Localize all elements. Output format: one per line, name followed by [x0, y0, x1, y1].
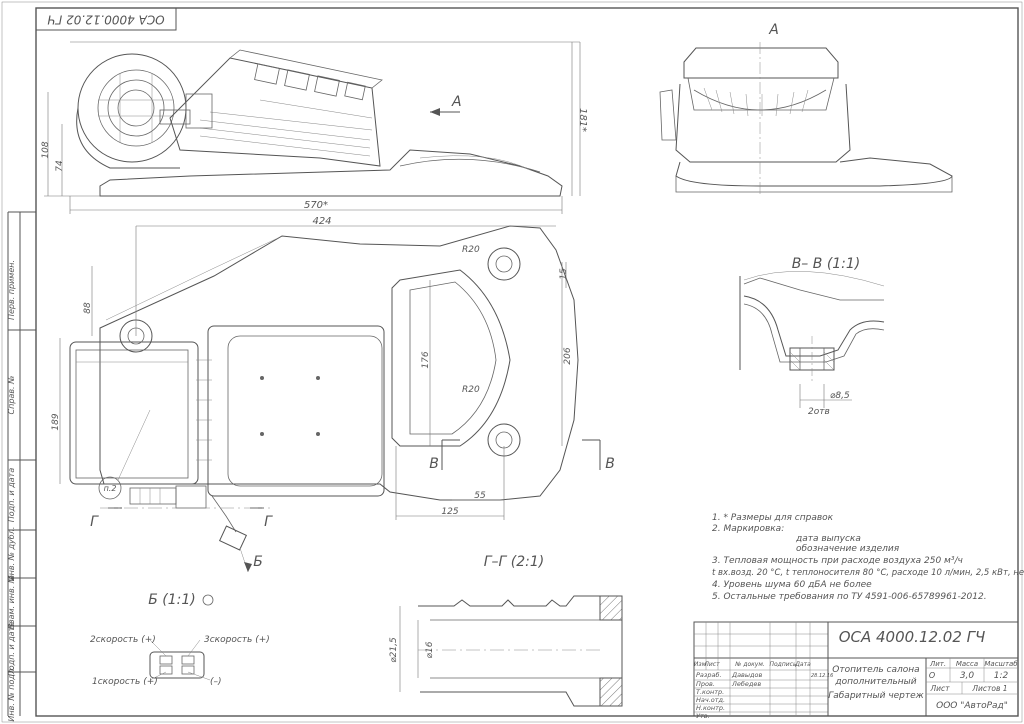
connector-speed3: 3скорость (+) [204, 635, 270, 645]
dim-176: 176 [421, 351, 431, 368]
row-tkontr: Т.контр. [696, 688, 724, 696]
name-line-2: дополнительный [834, 677, 916, 687]
col-date: Дата [794, 661, 811, 668]
dim-206: 206 [563, 347, 573, 364]
note-4: 4. Уровень шума 60 дБА не более [712, 580, 872, 590]
col-sign: Подпись [770, 661, 797, 668]
row-prov: Пров. [696, 680, 715, 688]
technical-notes: 1. * Размеры для справок 2. Маркировка: … [712, 513, 1024, 602]
dim-r20-mid: R20 [462, 385, 480, 395]
dim-55: 55 [474, 491, 486, 501]
view-a-arrow-label: А [451, 94, 462, 110]
side-label-4: Инв. № дубл. [7, 527, 16, 582]
drawing-frame [35, 7, 1019, 717]
side-label-5: Взам. инв. № [7, 575, 16, 629]
col-izm: Изм [694, 661, 707, 668]
row-razrab: Разраб. [696, 671, 722, 679]
note-1: 1. * Размеры для справок [712, 513, 834, 523]
row-nkontr: Н.контр. [696, 704, 725, 712]
row-nach: Нач.отд. [696, 696, 725, 704]
section-mark-g-left: Г [90, 514, 99, 530]
note-5: 5. Остальные требования по ТУ 4591-006-6… [712, 592, 987, 602]
header-lit: Лит. [929, 660, 946, 668]
name-line-3: Габаритный чертеж [828, 691, 924, 701]
lit-value: О [929, 671, 935, 680]
name-prov: Лебедев [731, 680, 761, 688]
detail-b-connector [149, 594, 214, 681]
name-razrab: Давыдов [731, 671, 762, 679]
section-g-g-title: Г–Г (2:1) [484, 554, 545, 570]
dim-181: 181* [577, 108, 588, 132]
dim-74: 74 [55, 160, 65, 172]
dim-424: 424 [312, 216, 331, 227]
side-label-7: Инв. № подл. [7, 666, 16, 721]
dim-15: 15 [559, 268, 569, 280]
header-scale: Масштаб [984, 660, 1018, 668]
dim-108: 108 [41, 141, 51, 158]
section-g-g [399, 595, 623, 707]
section-mark-v-right: В [605, 456, 615, 472]
dim-d21-5: ⌀21,5 [389, 637, 399, 663]
dim-d16: ⌀16 [425, 641, 435, 658]
dim-88: 88 [83, 302, 93, 314]
name-line-1: Отопитель салона [832, 665, 919, 675]
view-a [659, 42, 953, 196]
plan-view [59, 225, 601, 573]
side-label-6: Подп. и дата [7, 622, 16, 677]
header-mass: Масса [956, 660, 978, 668]
side-view [44, 41, 581, 214]
detail-b-title: Б (1:1) [148, 592, 196, 608]
col-list: Лист [703, 661, 720, 668]
dim-570: 570* [304, 200, 328, 211]
connector-minus: (–) [210, 677, 222, 687]
note-3b: t вх.возд. 20 °С, t теплоносителя 80 °С,… [712, 568, 1024, 578]
stamp-box [35, 7, 177, 31]
view-mark-b: Б [253, 554, 263, 570]
side-label-1: Перв. примен. [7, 260, 16, 320]
note-3: 3. Тепловая мощность при расходе воздуха… [712, 556, 963, 566]
connector-speed2: 2скорость (+) [90, 635, 156, 645]
note-2b: обозначение изделия [796, 544, 900, 554]
dim-d8-5: ⌀8,5 [830, 391, 850, 401]
company-name: ООО "АвтоРад" [936, 701, 1008, 711]
view-a-title: А [768, 22, 779, 38]
section-v-v-title: В– В (1:1) [792, 256, 861, 272]
note-2a: дата выпуска [795, 534, 861, 544]
section-v-v [739, 271, 885, 408]
note-ref-p2: п.2 [104, 484, 117, 493]
stamp-rotated-text: ОСА 4000.12.02 ГЧ [47, 13, 164, 27]
side-strip: Перв. примен. Справ. № Подп. и дата Инв.… [7, 211, 36, 722]
mass-value: 3,0 [960, 671, 975, 681]
row-utv: Утв. [696, 712, 710, 720]
sheet-label: Лист [929, 684, 950, 693]
col-doc: № докум. [734, 661, 765, 668]
title-block [693, 621, 1019, 717]
section-mark-v-left: В [429, 456, 439, 472]
dim-125: 125 [441, 507, 458, 517]
dim-r20-top: R20 [462, 245, 480, 255]
note-2: 2. Маркировка: [712, 524, 784, 534]
section-mark-g-right: Г [264, 514, 273, 530]
sheets-label: Листов 1 [971, 684, 1007, 693]
side-label-3: Подп. и дата [7, 468, 16, 523]
date-razrab: 28.12.16 [811, 673, 833, 679]
doc-number: ОСА 4000.12.02 ГЧ [839, 628, 986, 646]
connector-speed1: 1скорость (+) [92, 677, 158, 687]
dim-2-holes: 2отв [808, 407, 830, 417]
side-label-2: Справ. № [7, 376, 16, 415]
scale-value: 1:2 [994, 671, 1009, 681]
dim-189: 189 [51, 413, 61, 430]
